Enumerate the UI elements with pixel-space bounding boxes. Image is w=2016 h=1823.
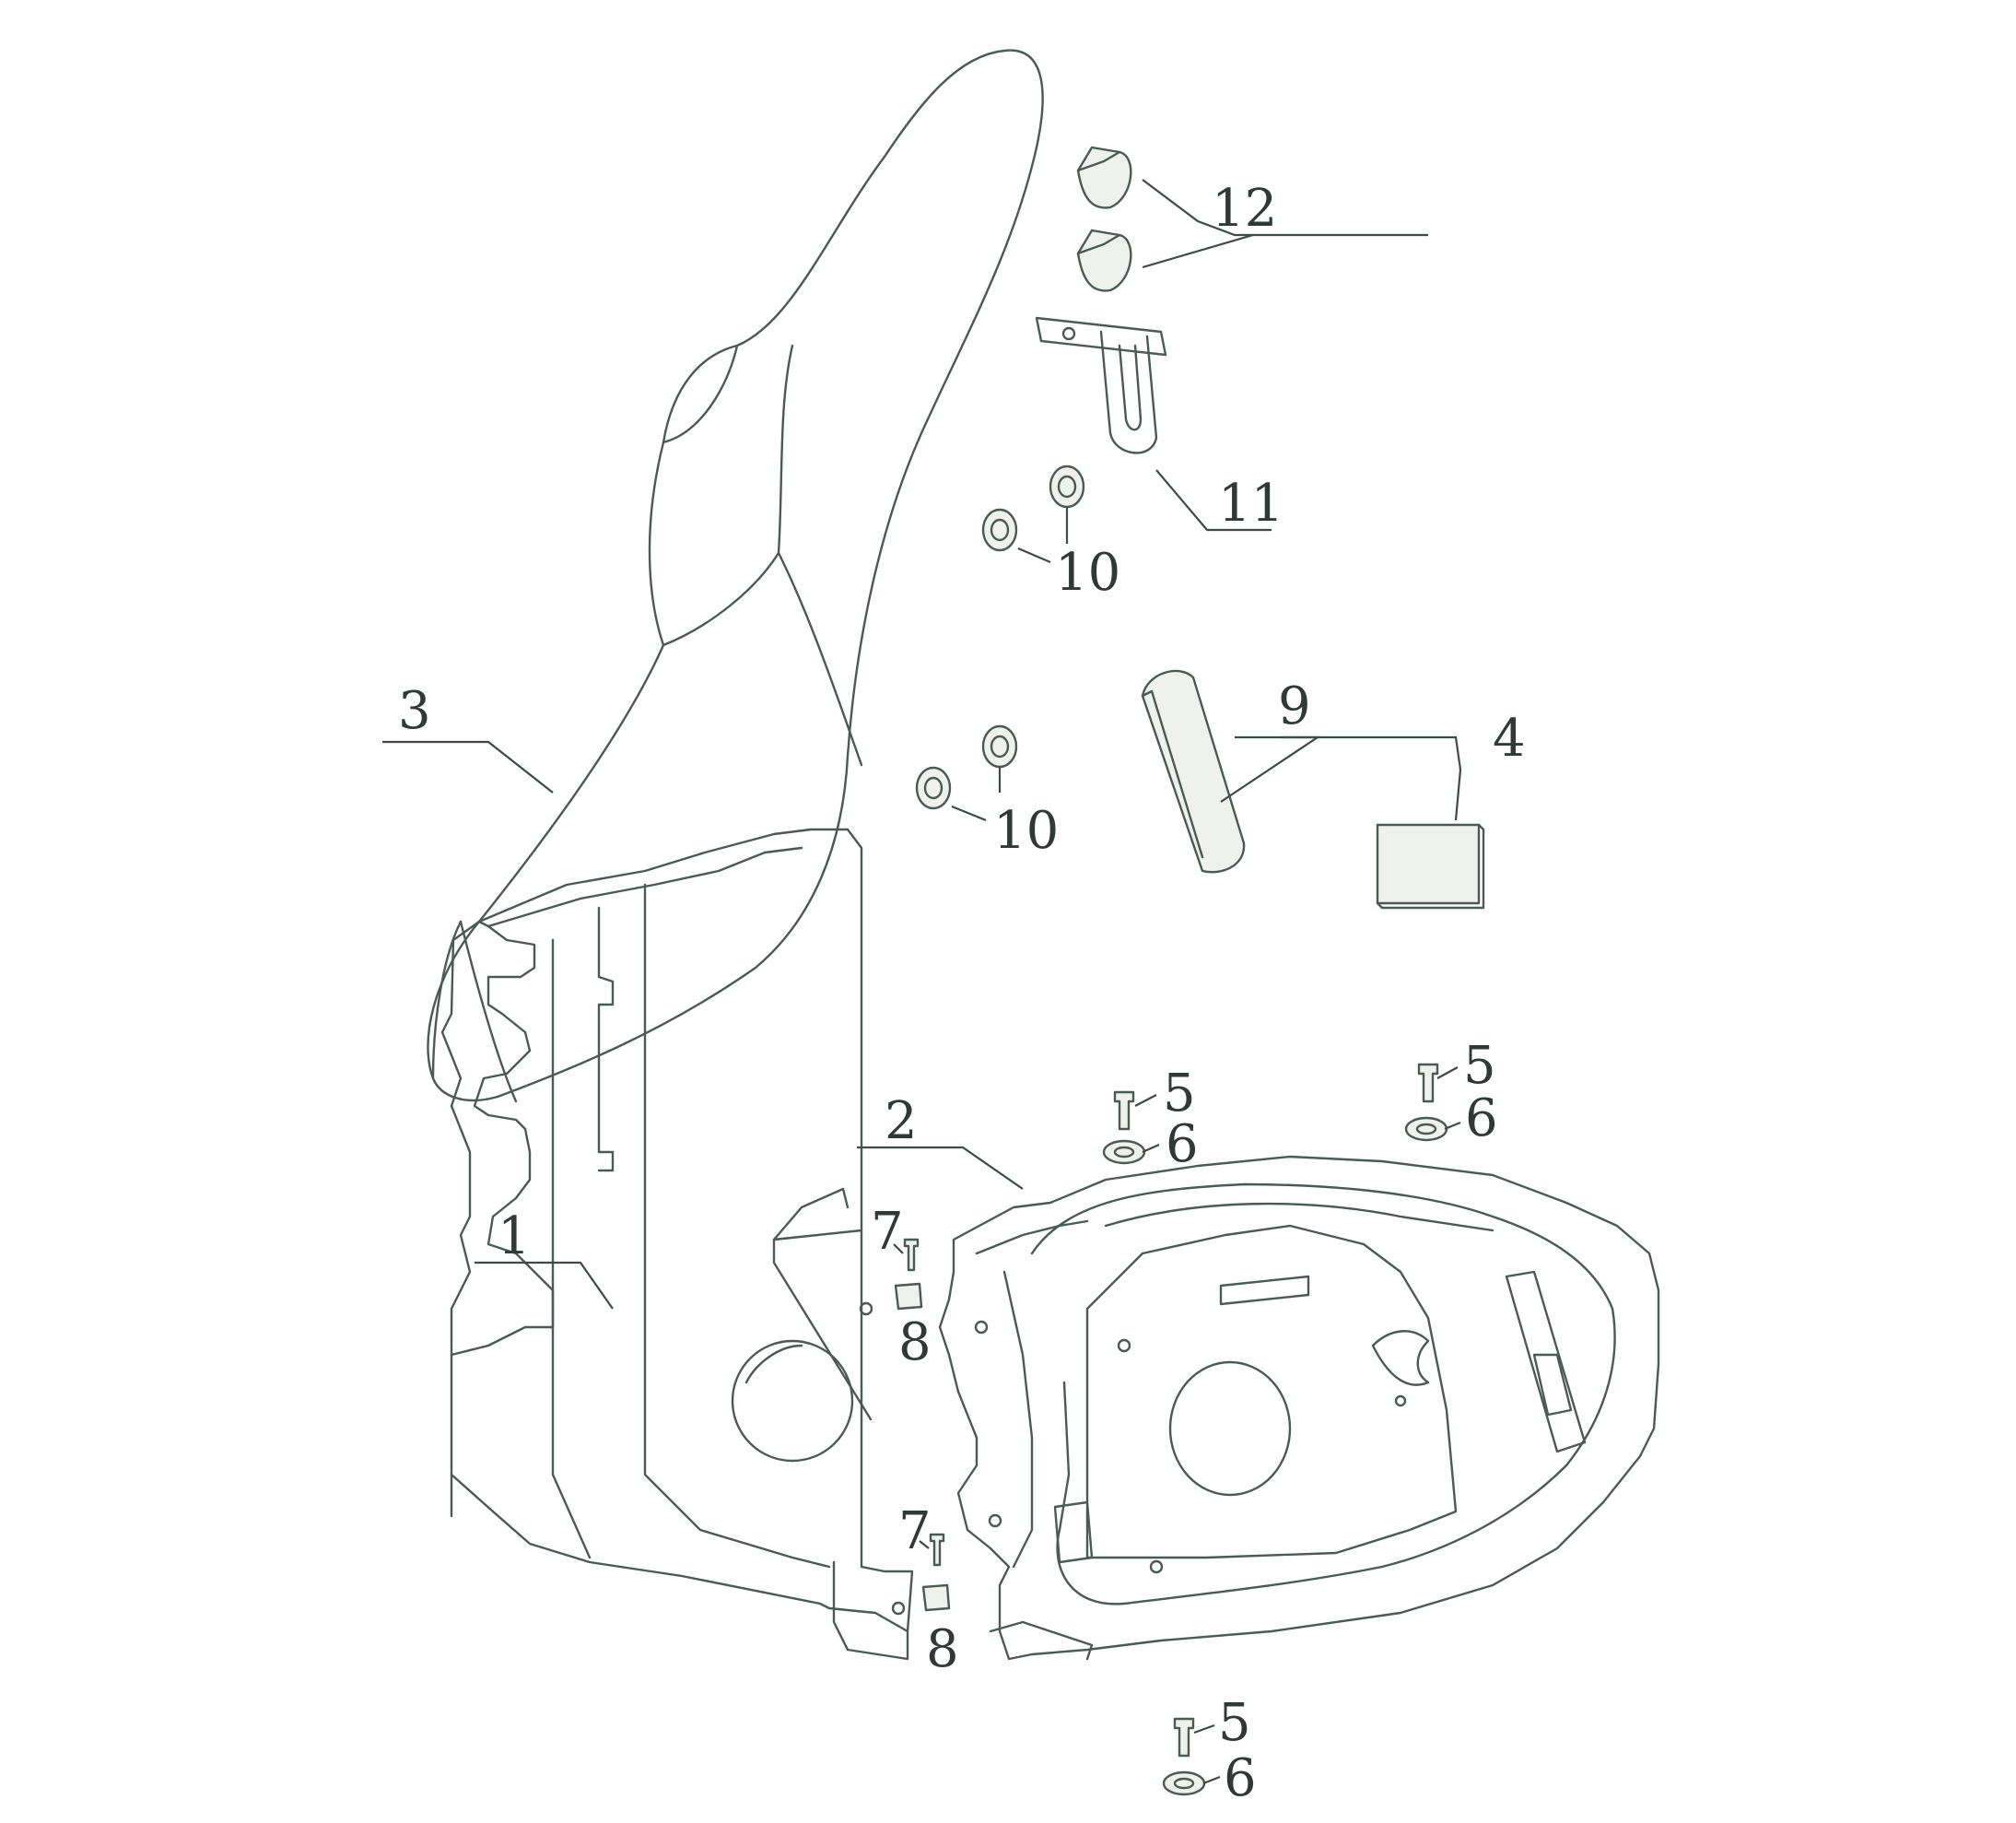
callout-10-upper: 10 bbox=[1055, 543, 1120, 603]
part-7-screws bbox=[903, 1238, 945, 1567]
part-11-lock-hook bbox=[1035, 316, 1167, 454]
part-2-storage-box bbox=[938, 1155, 1660, 1661]
callout-7-lower: 7 bbox=[898, 1501, 932, 1561]
callout-5-bottom: 5 bbox=[1218, 1693, 1251, 1753]
part-6-washers bbox=[1102, 1116, 1448, 1796]
callout-8-upper: 8 bbox=[898, 1312, 932, 1372]
callout-12: 12 bbox=[1212, 179, 1277, 239]
part-10-nuts-upper bbox=[981, 465, 1085, 552]
callout-10-lower: 10 bbox=[993, 801, 1059, 861]
callout-4: 4 bbox=[1493, 709, 1526, 769]
callout-9: 9 bbox=[1278, 676, 1311, 736]
part-10-nuts-lower bbox=[915, 724, 1018, 810]
callout-6-bottom: 6 bbox=[1224, 1748, 1257, 1808]
callout-3: 3 bbox=[398, 681, 431, 741]
part-3-seat bbox=[427, 49, 1044, 1103]
part-9-pad bbox=[1141, 669, 1246, 874]
callout-11: 11 bbox=[1218, 474, 1283, 534]
part-8-clips bbox=[894, 1282, 951, 1612]
callout-8-lower: 8 bbox=[926, 1619, 959, 1679]
callout-1: 1 bbox=[498, 1206, 531, 1266]
callout-5-right: 5 bbox=[1463, 1036, 1496, 1096]
callout-labels: 3 1 2 4 9 12 11 10 10 5 6 5 6 5 6 7 8 7 … bbox=[398, 179, 1526, 1808]
callout-7-upper: 7 bbox=[871, 1202, 904, 1262]
leader-lines bbox=[382, 179, 1462, 1785]
callout-6-center: 6 bbox=[1166, 1114, 1199, 1174]
callout-6-right: 6 bbox=[1465, 1088, 1498, 1148]
callout-2: 2 bbox=[885, 1091, 918, 1151]
part-1-front-frame bbox=[440, 828, 914, 1661]
part-12-bumpers bbox=[1076, 146, 1132, 292]
part-4-label bbox=[1376, 823, 1485, 910]
callout-5-center: 5 bbox=[1163, 1064, 1196, 1123]
part-5-bolts bbox=[1113, 1063, 1439, 1758]
